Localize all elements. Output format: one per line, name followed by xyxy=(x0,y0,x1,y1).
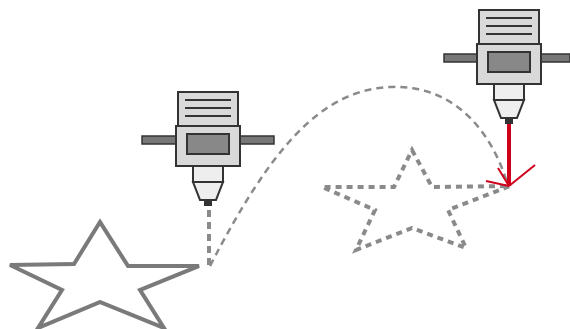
head-neck xyxy=(493,83,525,101)
travel-path-arc xyxy=(208,85,510,267)
nozzle xyxy=(492,99,526,119)
dashed-star-path xyxy=(321,145,511,254)
laser-beam-icon xyxy=(485,124,536,187)
laser-head-icon xyxy=(141,91,275,206)
completed-star-outline xyxy=(9,218,200,329)
nozzle xyxy=(191,181,225,201)
head-neck xyxy=(192,165,224,183)
head-window xyxy=(186,133,230,155)
laser-head-icon xyxy=(443,9,570,124)
head-window xyxy=(487,51,531,73)
